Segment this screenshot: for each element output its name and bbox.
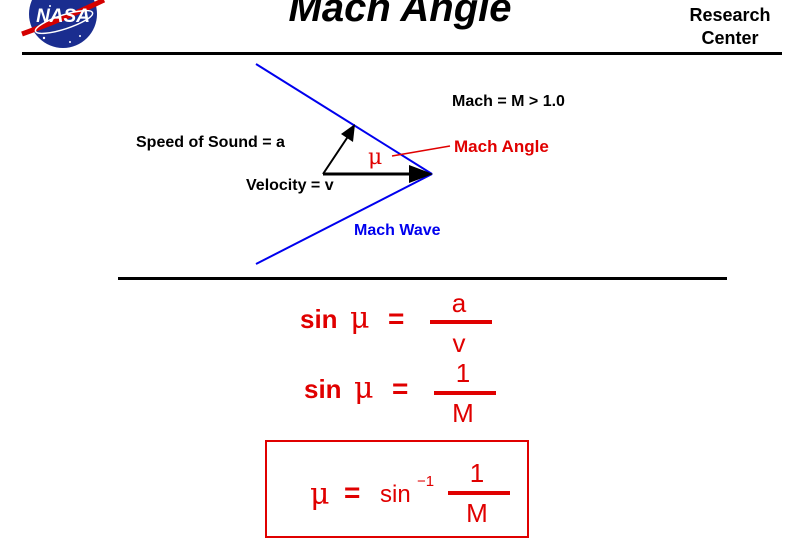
eq1-function: sin <box>300 304 338 334</box>
mu-symbol: μ <box>368 145 382 170</box>
mach-condition-label: Mach = M > 1.0 <box>452 93 565 110</box>
eq1-fraction-bar <box>430 320 492 324</box>
mach-wave-upper-line <box>255 63 433 175</box>
middle-divider <box>118 277 727 280</box>
mach-angle-diagram: Mach = M > 1.0 Speed of Sound = a Veloci… <box>136 63 565 265</box>
eq2-fraction-bar <box>434 391 496 395</box>
nasa-logo-text: NASA <box>36 6 90 27</box>
eq2-equals: = <box>392 373 408 404</box>
eq3-function: sin <box>380 481 411 508</box>
eq3-numerator: 1 <box>470 458 484 488</box>
velocity-label: Velocity = v <box>246 177 334 194</box>
nasa-logo: NASA <box>21 0 106 48</box>
result-box <box>265 440 529 538</box>
speed-of-sound-arrowhead <box>341 124 355 142</box>
eq3-denominator: M <box>466 498 488 528</box>
top-divider <box>22 52 782 55</box>
eq2-function: sin <box>304 374 342 404</box>
speed-of-sound-arrow <box>322 134 350 175</box>
mach-angle-label: Mach Angle <box>454 137 549 156</box>
center-name-line1: Research <box>689 5 771 25</box>
eq1-mu: μ <box>350 301 370 336</box>
eq3-fraction-bar <box>448 491 510 495</box>
eq1-denominator: v <box>453 328 466 358</box>
eq3-equals: = <box>344 477 360 508</box>
eq1-equals: = <box>388 303 404 334</box>
eq3-exponent: −1 <box>417 473 434 490</box>
velocity-arrowhead <box>409 165 433 183</box>
eq1-numerator: a <box>452 288 467 318</box>
equations: sin μ = a v sin μ = 1 M <box>300 288 496 428</box>
mach-angle-pointer <box>391 145 451 157</box>
eq2-mu: μ <box>354 371 374 406</box>
center-name-line2: Center <box>701 28 759 48</box>
equation-sin-mu-a-over-v: sin μ = a v <box>300 288 492 358</box>
page-title: Mach Angle <box>288 0 512 30</box>
mach-wave-label: Mach Wave <box>354 222 441 239</box>
speed-of-sound-label: Speed of Sound = a <box>136 134 285 151</box>
eq2-numerator: 1 <box>456 358 470 388</box>
center-name: Research Center <box>670 4 790 50</box>
equation-sin-mu-1-over-m: sin μ = 1 M <box>304 358 496 428</box>
mach-wave-lower-line <box>255 173 433 265</box>
eq3-mu: μ <box>310 477 330 512</box>
result-equation: μ = sin −1 1 M <box>310 458 510 528</box>
eq2-denominator: M <box>452 398 474 428</box>
